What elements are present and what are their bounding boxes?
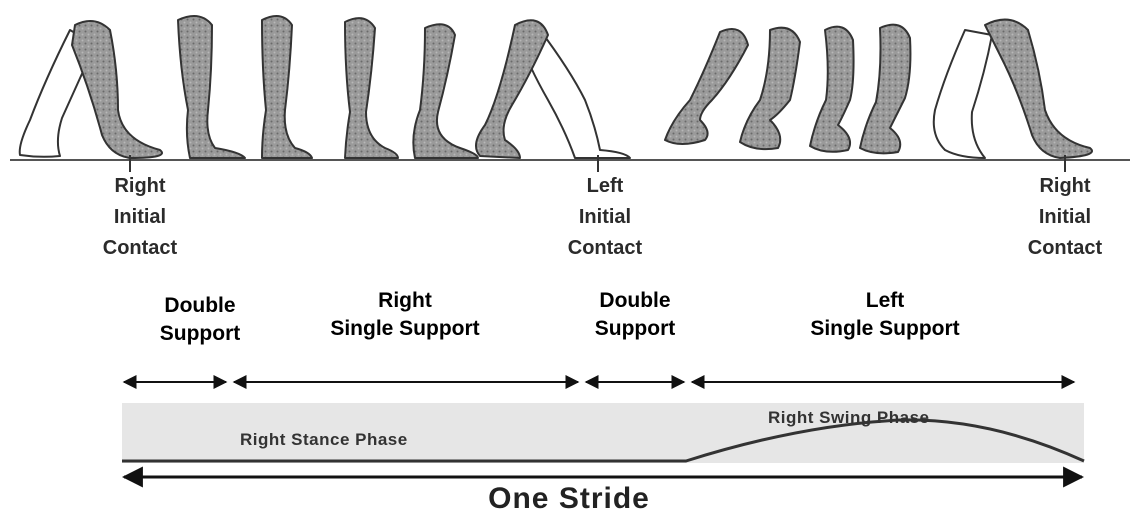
leg-figure: [262, 16, 312, 158]
leg-figure: [20, 21, 162, 158]
right-initial-contact-label: Right Initial Contact: [1005, 171, 1125, 264]
leg-figure: [810, 27, 854, 152]
left-initial-contact-label: Left Initial Contact: [545, 171, 665, 264]
leg-figure: [860, 25, 910, 154]
swing-phase-label: Right Swing Phase: [768, 408, 930, 428]
leg-figure: [665, 29, 748, 144]
double-support-label: Double Support: [135, 292, 265, 348]
leg-figure: [178, 16, 245, 158]
stride-label: One Stride: [0, 482, 1138, 516]
double-support-label: Double Support: [570, 287, 700, 343]
leg-figure: [413, 24, 478, 158]
leg-figure: [476, 20, 630, 158]
left-single-support-label: Left Single Support: [780, 287, 990, 343]
leg-figure: [934, 20, 1092, 158]
right-single-support-label: Right Single Support: [305, 287, 505, 343]
leg-figure: [740, 28, 800, 149]
right-initial-contact-label: Right Initial Contact: [80, 171, 200, 264]
leg-figure: [345, 18, 398, 158]
leg-illustrations: [20, 16, 1092, 158]
stance-phase-label: Right Stance Phase: [240, 430, 408, 450]
